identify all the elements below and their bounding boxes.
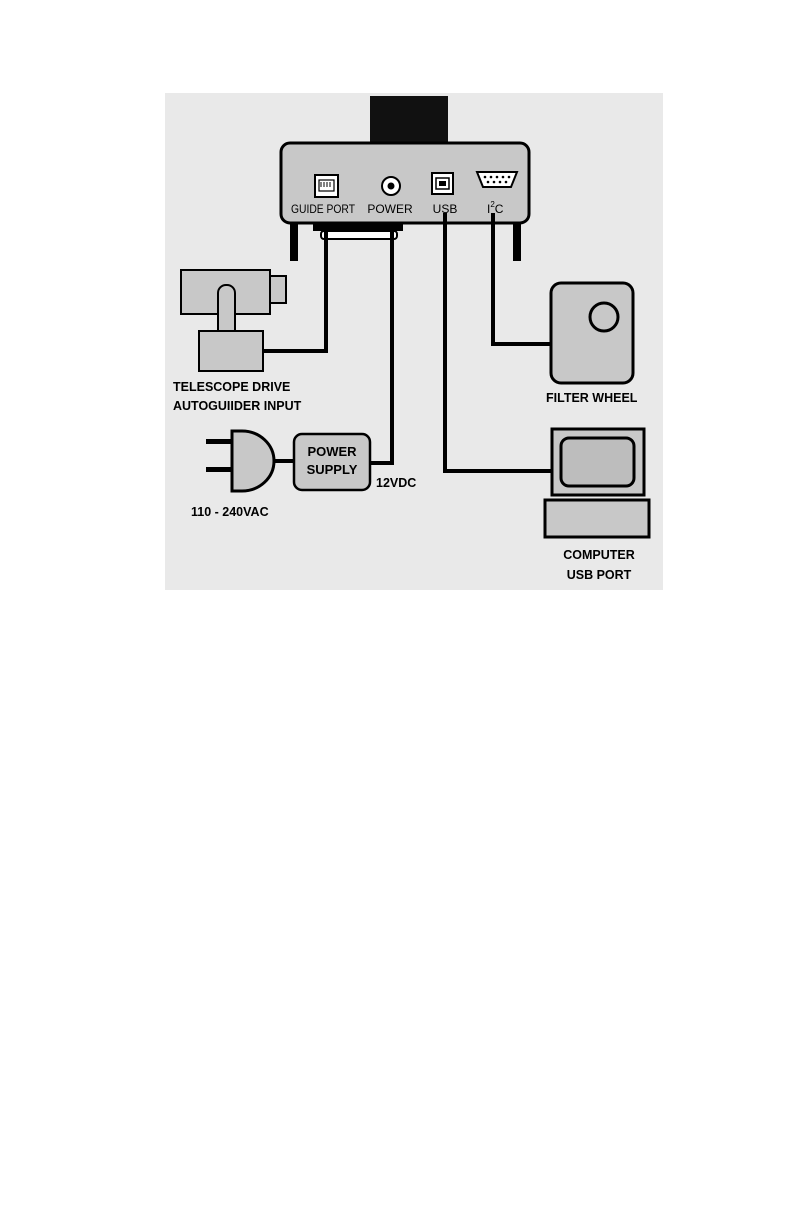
telescope-drive-label-line2: AUTOGUIIDER INPUT bbox=[173, 399, 302, 413]
telescope-drive-label-line1: TELESCOPE DRIVE bbox=[173, 380, 290, 394]
diagram-svg: GUIDE PORT POWER USB I2C TELESCOPE DRIVE… bbox=[165, 93, 663, 590]
usb-port-icon bbox=[432, 173, 453, 194]
computer-label-line2: USB PORT bbox=[567, 568, 632, 582]
input-voltage-label: 110 - 240VAC bbox=[191, 505, 269, 519]
power-supply-label-line2: SUPPLY bbox=[307, 462, 358, 477]
i2c-port-icon bbox=[477, 172, 517, 187]
output-voltage-label: 12VDC bbox=[376, 476, 416, 490]
guide-port-label: GUIDE PORT bbox=[291, 202, 356, 216]
filter-wheel-label: FILTER WHEEL bbox=[546, 391, 638, 405]
computer-label-line1: COMPUTER bbox=[563, 548, 635, 562]
computer-icon bbox=[545, 429, 649, 537]
camera-top-block bbox=[370, 96, 448, 144]
filter-wheel-icon bbox=[551, 283, 633, 383]
power-port-label: POWER bbox=[367, 202, 413, 216]
power-jack-icon bbox=[382, 177, 400, 195]
camera-left-leg bbox=[290, 223, 298, 261]
power-supply-label-line1: POWER bbox=[307, 444, 357, 459]
camera-right-leg bbox=[513, 223, 521, 261]
guide-port-icon bbox=[315, 175, 338, 197]
connection-diagram: GUIDE PORT POWER USB I2C TELESCOPE DRIVE… bbox=[165, 93, 663, 590]
i2c-port-label: I2C bbox=[487, 200, 504, 216]
